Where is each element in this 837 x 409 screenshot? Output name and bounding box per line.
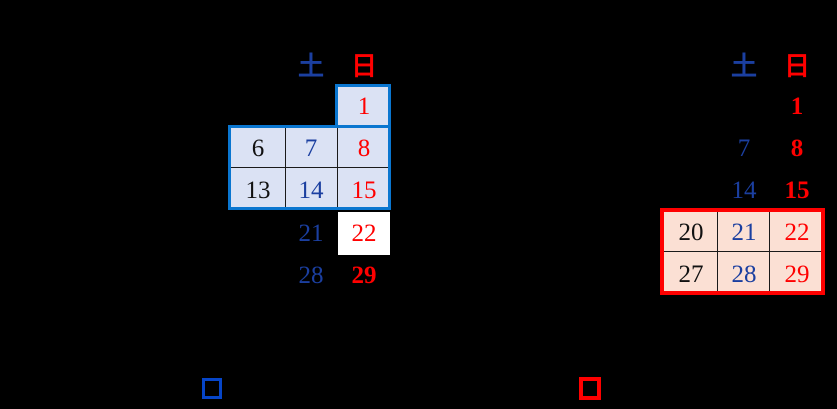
- left-header-sunday: 日: [350, 52, 377, 82]
- left-day-cell-13[interactable]: 13: [245, 176, 271, 204]
- right-day-cell-1[interactable]: 1: [790, 92, 804, 120]
- left-day-cell-22[interactable]: 22: [351, 219, 377, 247]
- left-day-cell-28[interactable]: 28: [298, 261, 324, 289]
- left-day-cell-21[interactable]: 21: [298, 219, 324, 247]
- red-grid-vline-2: [769, 212, 770, 291]
- blue-grid-hline-1: [231, 167, 388, 168]
- left-header-saturday: 土: [297, 52, 324, 82]
- blue-grid-vline-2: [337, 128, 338, 207]
- left-day-cell-15[interactable]: 15: [351, 176, 377, 204]
- right-day-cell-28[interactable]: 28: [731, 260, 757, 288]
- right-day-cell-20[interactable]: 20: [678, 218, 704, 246]
- left-day-cell-1[interactable]: 1: [357, 92, 371, 120]
- right-day-cell-14[interactable]: 14: [731, 176, 757, 204]
- right-header-sunday: 日: [783, 52, 810, 82]
- left-day-cell-14[interactable]: 14: [298, 176, 324, 204]
- right-day-cell-15[interactable]: 15: [784, 176, 810, 204]
- right-day-cell-29[interactable]: 29: [784, 260, 810, 288]
- right-day-cell-22[interactable]: 22: [784, 218, 810, 246]
- left-focus-cell-background: [338, 212, 390, 255]
- right-day-cell-8[interactable]: 8: [790, 134, 804, 162]
- blue-legend-square: [202, 378, 222, 399]
- left-day-cell-29[interactable]: 29: [351, 261, 377, 289]
- right-header-saturday: 土: [730, 52, 757, 82]
- red-grid-vline-1: [717, 212, 718, 291]
- right-day-cell-27[interactable]: 27: [678, 260, 704, 288]
- left-day-cell-7[interactable]: 7: [304, 134, 318, 162]
- right-day-cell-21[interactable]: 21: [731, 218, 757, 246]
- red-grid-hline-1: [664, 251, 821, 252]
- blue-grid-vline-1: [285, 128, 286, 207]
- left-day-cell-8[interactable]: 8: [357, 134, 371, 162]
- left-day-cell-6[interactable]: 6: [251, 134, 265, 162]
- right-day-cell-7[interactable]: 7: [737, 134, 751, 162]
- red-legend-square: [579, 377, 601, 400]
